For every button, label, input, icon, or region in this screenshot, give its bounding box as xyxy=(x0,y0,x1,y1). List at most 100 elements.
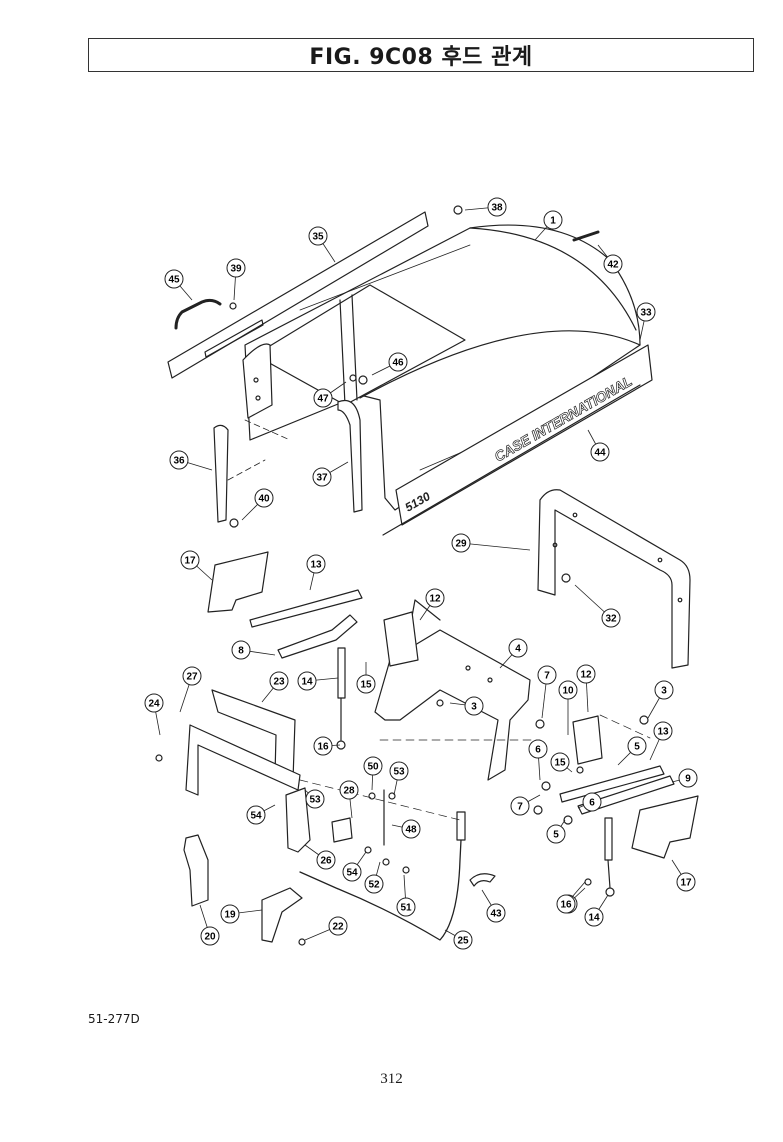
decal-stripe-45 xyxy=(382,384,641,536)
callout-50: 50 xyxy=(363,756,383,791)
callout-number: 14 xyxy=(588,913,600,924)
callout-26: 26 xyxy=(304,844,336,870)
callout-40: 40 xyxy=(241,488,274,521)
callout-39: 39 xyxy=(226,258,246,301)
callout-32: 32 xyxy=(574,584,621,628)
callout-5: 5 xyxy=(617,736,647,766)
mount-plate-right xyxy=(572,715,603,765)
callout-5: 5 xyxy=(546,819,566,844)
callout-number: 7 xyxy=(517,802,523,813)
callout-19: 19 xyxy=(220,904,263,924)
release-cable xyxy=(299,819,463,941)
callout-29: 29 xyxy=(451,533,531,553)
callout-number: 37 xyxy=(316,473,328,484)
callout-number: 35 xyxy=(312,232,324,243)
cable-sleeve xyxy=(456,811,466,841)
callout-6: 6 xyxy=(577,792,602,812)
callout-number: 51 xyxy=(400,903,412,914)
callout-35: 35 xyxy=(308,226,336,263)
callout-4: 4 xyxy=(499,638,528,669)
callout-54: 54 xyxy=(246,804,276,825)
callout-number: 1 xyxy=(550,216,556,227)
side-cover-right xyxy=(631,795,699,859)
callout-38: 38 xyxy=(464,197,507,217)
callout-46: 46 xyxy=(371,352,408,376)
callout-44: 44 xyxy=(587,429,610,462)
callout-51: 51 xyxy=(396,874,416,917)
callout-number: 6 xyxy=(535,745,541,756)
callout-52: 52 xyxy=(364,861,384,894)
callout-number: 15 xyxy=(554,758,566,769)
callout-number: 3 xyxy=(471,702,477,713)
callout-number: 47 xyxy=(317,394,329,405)
hood-decal-strip xyxy=(395,344,653,526)
drawing-code: 51-277D xyxy=(88,1012,140,1026)
bolt-43 xyxy=(572,230,600,242)
callout-20: 20 xyxy=(199,904,220,946)
rear-frame xyxy=(537,489,691,669)
callout-number: 6 xyxy=(589,798,595,809)
callout-15: 15 xyxy=(356,662,376,694)
callout-9: 9 xyxy=(671,768,698,788)
callout-1: 1 xyxy=(534,210,563,241)
hood-panel xyxy=(244,224,641,511)
lever-bracket-27 xyxy=(285,787,311,853)
callout-25: 25 xyxy=(444,929,473,950)
callout-7: 7 xyxy=(537,665,557,719)
callout-13: 13 xyxy=(649,721,673,761)
callout-42: 42 xyxy=(597,244,623,274)
callout-number: 4 xyxy=(515,644,521,655)
callout-number: 46 xyxy=(392,358,404,369)
callout-number: 13 xyxy=(310,560,322,571)
callout-17: 17 xyxy=(180,550,213,581)
callout-number: 53 xyxy=(309,795,321,806)
gas-strut-right xyxy=(604,817,615,897)
callout-22: 22 xyxy=(304,916,348,941)
callout-number: 3 xyxy=(661,686,667,697)
callout-number: 42 xyxy=(607,260,619,271)
callout-3: 3 xyxy=(647,680,674,719)
callout-number: 17 xyxy=(184,556,196,567)
cable-clip-44 xyxy=(469,873,496,887)
callout-number: 28 xyxy=(343,786,355,797)
callout-number: 16 xyxy=(317,742,329,753)
gas-strut-left xyxy=(336,647,346,750)
hinge-arm-8 xyxy=(277,614,358,659)
seal-strip-right xyxy=(337,399,363,513)
callout-27: 27 xyxy=(179,666,202,713)
callout-number: 17 xyxy=(680,878,692,889)
callout-24: 24 xyxy=(144,693,164,736)
callout-number: 12 xyxy=(580,670,592,681)
callout-number: 13 xyxy=(657,727,669,738)
callout-13: 13 xyxy=(306,554,326,591)
mount-plate-left xyxy=(383,611,419,667)
callout-number: 15 xyxy=(360,680,372,691)
callout-number: 16 xyxy=(560,900,572,911)
callout-36: 36 xyxy=(169,450,213,471)
callout-number: 54 xyxy=(346,868,358,879)
callout-17: 17 xyxy=(671,859,696,892)
page-number: 312 xyxy=(380,1071,403,1087)
callout-layer: 1437121051396158141617181920222324252627… xyxy=(144,197,698,950)
callout-6: 6 xyxy=(528,739,548,781)
callout-number: 7 xyxy=(544,671,550,682)
callout-number: 26 xyxy=(320,856,332,867)
callout-number: 32 xyxy=(605,614,617,625)
callout-number: 20 xyxy=(204,932,216,943)
callout-number: 22 xyxy=(332,922,344,933)
grab-handle xyxy=(174,298,222,330)
callout-number: 45 xyxy=(168,275,180,286)
callout-number: 5 xyxy=(634,742,640,753)
callout-48: 48 xyxy=(391,819,421,839)
callout-53: 53 xyxy=(304,789,325,809)
callout-number: 27 xyxy=(186,672,198,683)
hinge-arm-13 xyxy=(249,589,363,628)
callout-number: 10 xyxy=(562,686,574,697)
figure-title: FIG. 9C08 후드 관계 xyxy=(309,45,533,70)
callout-number: 36 xyxy=(173,456,185,467)
callout-number: 23 xyxy=(273,677,285,688)
callout-15: 15 xyxy=(550,752,573,773)
callout-23: 23 xyxy=(261,671,289,703)
